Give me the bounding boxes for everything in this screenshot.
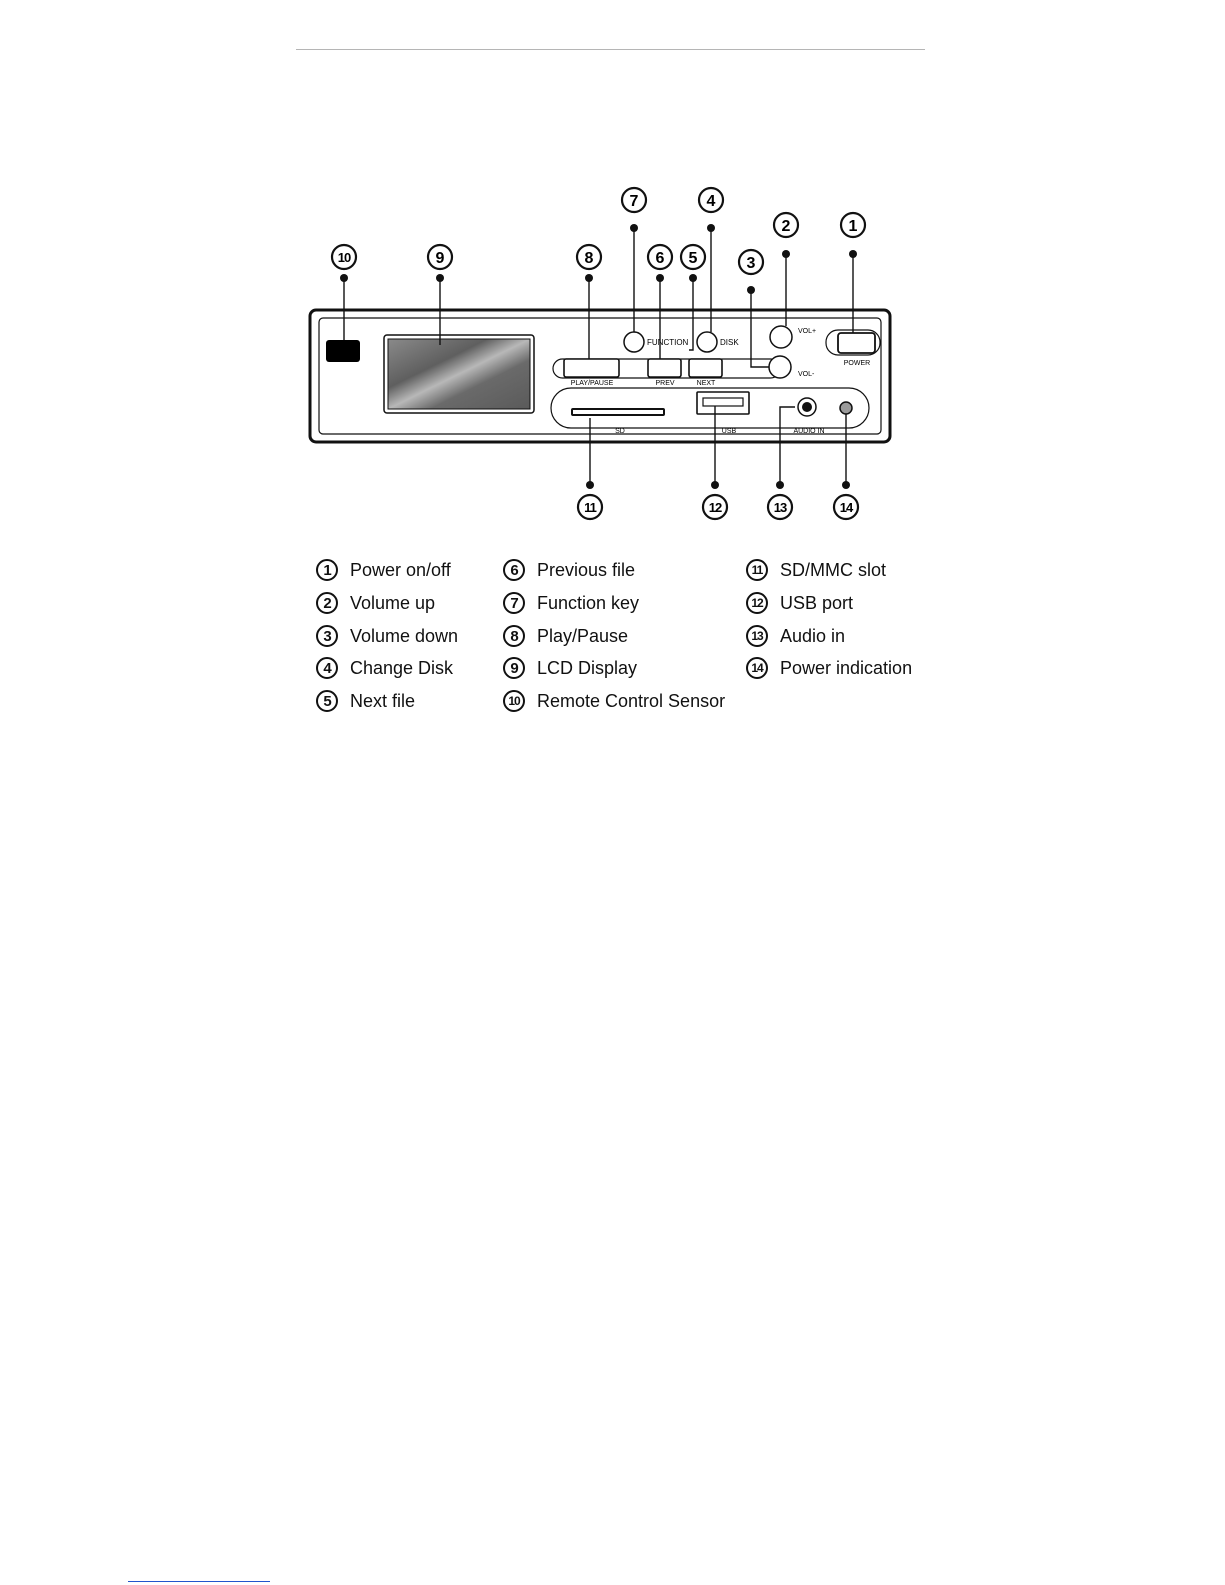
callout-4: 4	[697, 186, 725, 214]
callout-7-number: 7	[630, 193, 639, 210]
legend-number: 14	[746, 657, 768, 679]
next-button[interactable]	[688, 358, 723, 378]
legend-label: Volume up	[350, 592, 436, 613]
function-label: FUNCTION	[647, 338, 689, 347]
legend-number: 9	[503, 657, 525, 679]
sd-slot[interactable]	[571, 408, 665, 416]
legend-label: USB port	[780, 592, 854, 613]
legend-item-14: 14 Power indication	[746, 655, 912, 681]
legend-item-8: 8 Play/Pause	[503, 623, 628, 649]
legend-label: LCD Display	[537, 657, 638, 678]
legend-number: 4	[316, 657, 338, 679]
callout-6: 6	[646, 243, 674, 271]
legend-number: 13	[746, 625, 768, 647]
power-button[interactable]	[837, 332, 876, 354]
legend-label: Play/Pause	[537, 625, 629, 646]
lcd-display	[383, 334, 535, 414]
prev-button[interactable]	[647, 358, 682, 378]
legend-item-7: 7 Function key	[503, 590, 639, 616]
callout-11: 11	[576, 493, 604, 521]
vol-up-label: VOL+	[798, 328, 816, 335]
legend-number: 11	[746, 559, 768, 581]
legend-item-2: 2 Volume up	[316, 590, 435, 616]
callout-10-number: 10	[338, 250, 351, 265]
callout-1-number: 1	[849, 218, 858, 235]
disk-label: DISK	[720, 338, 739, 347]
port-strip	[550, 387, 870, 429]
legend-label: Volume down	[350, 625, 459, 646]
legend-label: Next file	[350, 690, 416, 711]
remote-sensor-window	[326, 340, 360, 362]
legend-label: Previous file	[537, 559, 636, 580]
front-panel-diagram: FUNCTION DISK VOL+ VOL- POWER PLAY/PAUSE…	[308, 186, 892, 521]
legend-item-4: 4 Change Disk	[316, 655, 453, 681]
header-rule	[296, 49, 925, 50]
callout-3-number: 3	[747, 255, 756, 272]
callout-1: 1	[839, 211, 867, 239]
callout-8-number: 8	[585, 250, 594, 267]
vol-down-label: VOL-	[798, 371, 815, 378]
callout-5: 5	[679, 243, 707, 271]
leader-lines	[343, 228, 854, 485]
legend-item-3: 3 Volume down	[316, 623, 458, 649]
legend-number: 1	[316, 559, 338, 581]
callout-3: 3	[737, 248, 765, 276]
legend-item-13: 13 Audio in	[746, 623, 845, 649]
audio-in-jack[interactable]	[797, 397, 817, 417]
callout-14: 14	[832, 493, 860, 521]
callout-14-number: 14	[840, 500, 854, 515]
callout-10: 10	[330, 243, 358, 271]
callout-6-number: 6	[656, 250, 665, 267]
legend-number: 3	[316, 625, 338, 647]
callout-9-number: 9	[436, 250, 445, 267]
footer-rule	[128, 1581, 270, 1582]
legend-item-9: 9 LCD Display	[503, 655, 637, 681]
callout-13-number: 13	[774, 500, 787, 515]
prev-label: PREV	[655, 380, 674, 387]
legend-item-6: 6 Previous file	[503, 557, 635, 583]
legend-label: SD/MMC slot	[780, 559, 887, 580]
callout-7: 7	[620, 186, 648, 214]
callout-8: 8	[575, 243, 603, 271]
legend-item-10: 10 Remote Control Sensor	[503, 688, 725, 714]
next-label: NEXT	[697, 380, 716, 387]
play-pause-label: PLAY/PAUSE	[571, 380, 614, 387]
callout-2-number: 2	[782, 218, 791, 235]
callout-dots	[340, 224, 857, 489]
callout-12: 12	[701, 493, 729, 521]
callout-9: 9	[426, 243, 454, 271]
callout-11-number: 11	[584, 500, 597, 515]
legend-number: 8	[503, 625, 525, 647]
legend-label: Remote Control Sensor	[537, 690, 726, 711]
usb-label: USB	[722, 428, 737, 435]
vol-up-button[interactable]	[769, 325, 793, 349]
callout-4-number: 4	[707, 193, 716, 210]
legend-item-5: 5 Next file	[316, 688, 415, 714]
legend-item-1: 1 Power on/off	[316, 557, 451, 583]
usb-port[interactable]	[696, 391, 750, 415]
callout-13: 13	[766, 493, 794, 521]
legend-item-11: 11 SD/MMC slot	[746, 557, 886, 583]
legend-item-12: 12 USB port	[746, 590, 853, 616]
play-pause-button[interactable]	[563, 358, 620, 378]
legend-number: 12	[746, 592, 768, 614]
callout-12-number: 12	[709, 500, 722, 515]
audio-in-label: AUDIO IN	[793, 428, 824, 435]
legend-label: Audio in	[780, 625, 846, 646]
legend-number: 10	[503, 690, 525, 712]
legend-label: Change Disk	[350, 657, 454, 678]
legend-label: Function key	[537, 592, 640, 613]
callout-2: 2	[772, 211, 800, 239]
legend-number: 7	[503, 592, 525, 614]
legend: 1 Power on/off 2 Volume up 3 Volume down…	[316, 557, 912, 714]
disk-button[interactable]	[696, 331, 718, 353]
sd-label: SD	[615, 428, 625, 435]
legend-label: Power indication	[780, 657, 913, 678]
legend-number: 5	[316, 690, 338, 712]
legend-label: Power on/off	[350, 559, 451, 580]
legend-number: 6	[503, 559, 525, 581]
callout-5-number: 5	[689, 250, 698, 267]
power-label: POWER	[844, 360, 870, 367]
legend-number: 2	[316, 592, 338, 614]
